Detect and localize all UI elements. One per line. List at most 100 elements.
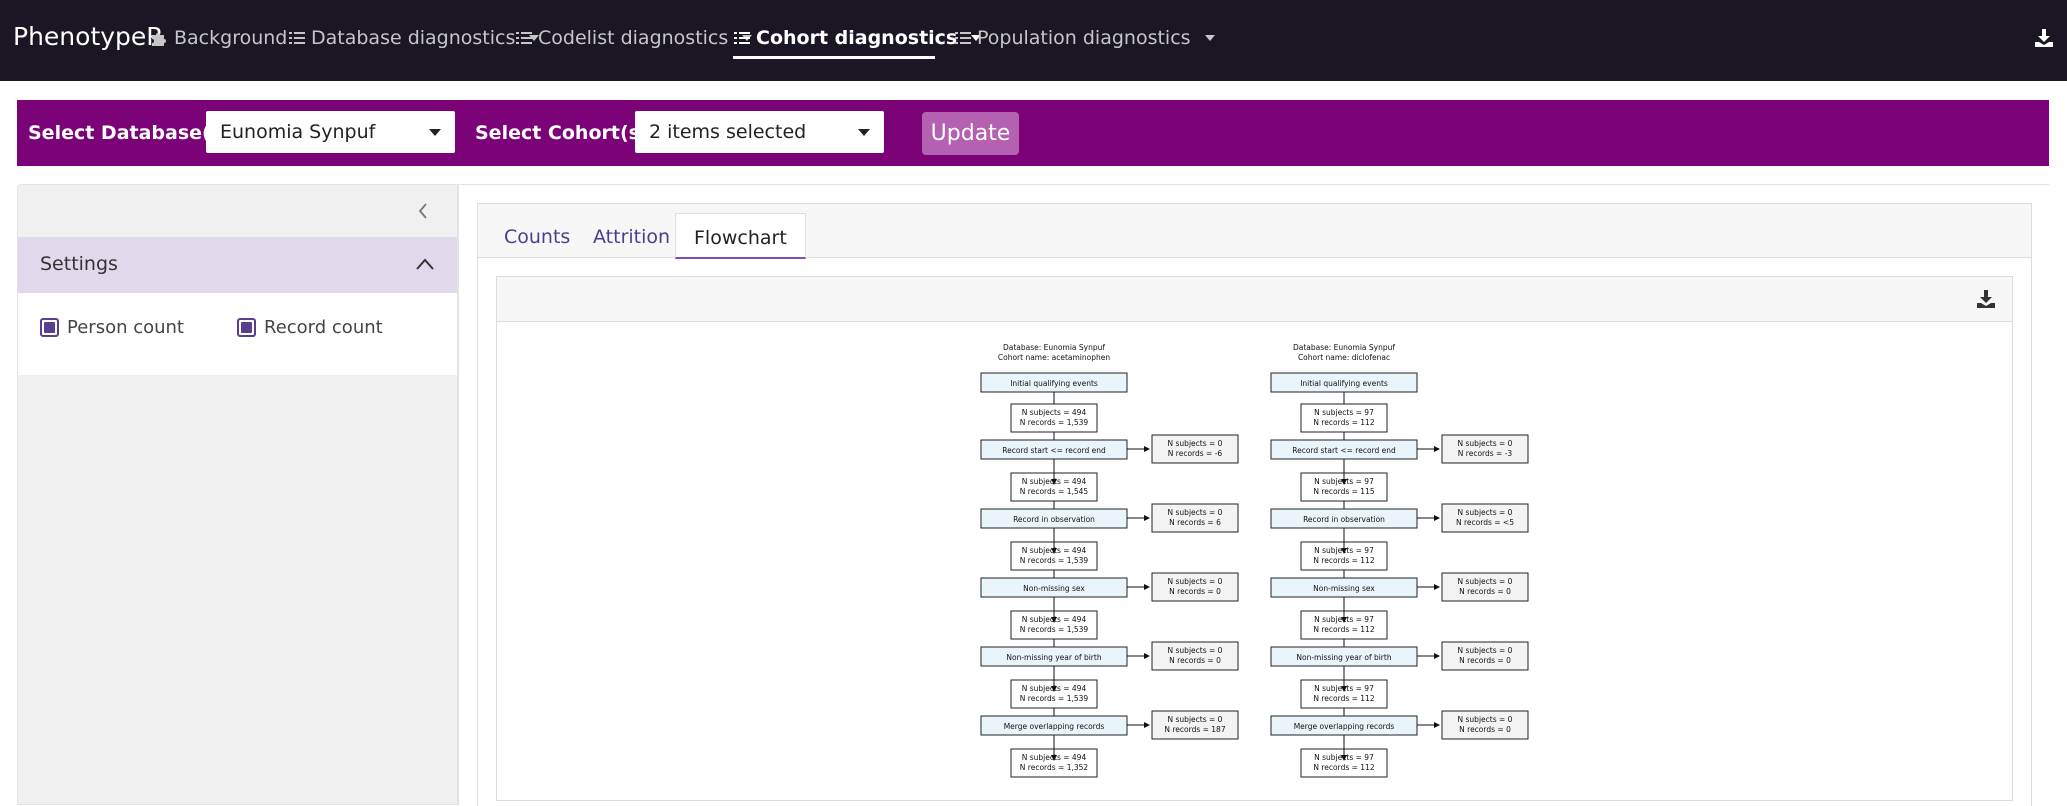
- nav-population-diagnostics[interactable]: Population diagnostics: [955, 24, 1215, 52]
- flowchart-exclusion-records: N records = 0: [1459, 587, 1511, 596]
- flowchart-step-label: Non-missing year of birth: [1296, 653, 1391, 662]
- list-icon: [289, 32, 305, 44]
- chevron-down-icon: [971, 35, 982, 41]
- flowchart-count-records: N records = 1,545: [1020, 487, 1089, 496]
- database-select-value: Eunomia Synpuf: [220, 121, 376, 143]
- list-icon: [516, 32, 532, 44]
- chevron-down-icon: [1204, 35, 1215, 41]
- nav-background-label: Background: [174, 27, 288, 49]
- flowchart-exclusion-records: N records = -6: [1168, 449, 1223, 458]
- flowchart-count-records: N records = 112: [1313, 763, 1374, 772]
- flowchart-initial-label: Initial qualifying events: [1010, 379, 1098, 388]
- flowchart-exclusion-box: [1151, 434, 1239, 464]
- record-count-label: Record count: [264, 317, 383, 338]
- flowchart-count-records: N records = 112: [1313, 418, 1374, 427]
- flowchart-step-label: Non-missing sex: [1313, 584, 1375, 593]
- flowchart-step-label: Merge overlapping records: [1294, 722, 1395, 731]
- flowchart-exclusion-records: N records = -3: [1458, 449, 1513, 458]
- sidebar: Settings Person count Record count: [17, 184, 458, 805]
- record-count-checkbox[interactable]: Record count: [237, 317, 383, 338]
- cohort-select-label: Select Cohort(s):: [475, 122, 657, 144]
- database-select-label: Select Database(s):: [28, 122, 239, 144]
- flowchart-count-records: N records = 1,539: [1020, 694, 1089, 703]
- flowchart-exclusion-subjects: N subjects = 0: [1458, 439, 1513, 448]
- flowchart-exclusion-box: [1151, 572, 1239, 602]
- checkbox-checked-icon: [40, 318, 59, 337]
- flowchart-step-label: Non-missing year of birth: [1006, 653, 1101, 662]
- tab-strip: Counts Attrition Flowchart: [478, 204, 2031, 259]
- database-select[interactable]: Eunomia Synpuf: [206, 111, 455, 153]
- dropdown-caret-icon: [858, 129, 870, 136]
- flowchart-exclusion-box: [1151, 503, 1239, 533]
- flowchart-exclusion-subjects: N subjects = 0: [1168, 715, 1223, 724]
- flowchart-step-label: Record start <= record end: [1292, 446, 1396, 455]
- flowchart-exclusion-records: N records = 0: [1459, 725, 1511, 734]
- flowchart-exclusion-records: N records = 0: [1459, 656, 1511, 665]
- tab-counts[interactable]: Counts: [504, 226, 571, 248]
- update-button[interactable]: Update: [922, 112, 1019, 155]
- flowchart-count-subjects: N subjects = 97: [1314, 408, 1374, 417]
- flowchart-count-records: N records = 112: [1313, 556, 1374, 565]
- flowchart-step-label: Non-missing sex: [1023, 584, 1085, 593]
- settings-accordion-header[interactable]: Settings: [18, 237, 457, 293]
- tab-card: Counts Attrition Flowchart Database: Eun…: [477, 203, 2032, 806]
- flowchart-exclusion-subjects: N subjects = 0: [1168, 646, 1223, 655]
- flowchart-exclusion-box: [1441, 710, 1529, 740]
- flowchart-exclusion-records: N records = 6: [1169, 518, 1221, 527]
- flowchart-exclusion-box: [1441, 572, 1529, 602]
- nav-cohort-diagnostics-label: Cohort diagnostics: [756, 27, 958, 49]
- flowchart-count-records: N records = 112: [1313, 694, 1374, 703]
- flowchart-exclusion-box: [1441, 434, 1529, 464]
- download-icon[interactable]: [1976, 289, 1996, 309]
- flowchart-exclusion-box: [1441, 503, 1529, 533]
- flowchart-exclusion-subjects: N subjects = 0: [1168, 508, 1223, 517]
- flowchart-exclusion-subjects: N subjects = 0: [1458, 577, 1513, 586]
- settings-panel: Person count Record count: [18, 293, 457, 375]
- chevron-up-icon: [416, 258, 434, 270]
- cohort-select[interactable]: 2 items selected: [635, 111, 884, 153]
- download-icon[interactable]: [2034, 28, 2054, 48]
- nav-background[interactable]: Background: [150, 24, 287, 52]
- list-icon: [734, 32, 750, 44]
- flowchart-exclusion-records: N records = 0: [1169, 587, 1221, 596]
- flowchart-exclusion-records: N records = 0: [1169, 656, 1221, 665]
- flowchart-count-box: [1010, 403, 1098, 433]
- flowchart-step-label: Record start <= record end: [1002, 446, 1106, 455]
- flowchart-exclusion-subjects: N subjects = 0: [1458, 715, 1513, 724]
- list-icon: [955, 32, 971, 44]
- tab-flowchart[interactable]: Flowchart: [675, 213, 806, 259]
- main-content: Counts Attrition Flowchart Database: Eun…: [458, 184, 2049, 806]
- nav-database-diagnostics[interactable]: Database diagnostics: [289, 24, 540, 52]
- flowchart-initial-label: Initial qualifying events: [1300, 379, 1388, 388]
- flowchart-exclusion-subjects: N subjects = 0: [1168, 439, 1223, 448]
- flowchart-count-records: N records = 115: [1313, 487, 1374, 496]
- tab-attrition[interactable]: Attrition: [593, 226, 671, 248]
- flowchart-database-label: Database: Eunomia Synpuf: [1293, 343, 1395, 352]
- cohort-select-value: 2 items selected: [649, 121, 807, 143]
- checkbox-checked-icon: [237, 318, 256, 337]
- puzzle-icon: [152, 33, 166, 46]
- flowchart-exclusion-box: [1151, 710, 1239, 740]
- dropdown-caret-icon: [429, 129, 441, 136]
- nav-database-diagnostics-label: Database diagnostics: [311, 27, 516, 49]
- person-count-label: Person count: [67, 317, 184, 338]
- settings-label: Settings: [40, 253, 118, 275]
- nav-codelist-diagnostics[interactable]: Codelist diagnostics: [516, 24, 753, 52]
- flowchart-count-box: [1300, 403, 1388, 433]
- flowchart-exclusion-subjects: N subjects = 0: [1458, 508, 1513, 517]
- nav-active-underline: [733, 56, 935, 59]
- flowchart-step-label: Record in observation: [1303, 515, 1385, 524]
- chevron-down-icon: [529, 35, 540, 41]
- nav-codelist-diagnostics-label: Codelist diagnostics: [538, 27, 729, 49]
- chevron-left-icon[interactable]: [415, 201, 431, 221]
- person-count-checkbox[interactable]: Person count: [40, 317, 184, 338]
- nav-cohort-diagnostics[interactable]: Cohort diagnostics: [734, 24, 982, 52]
- flowchart-count-subjects: N subjects = 494: [1022, 408, 1087, 417]
- flowchart-exclusion-subjects: N subjects = 0: [1458, 646, 1513, 655]
- filter-bar: Select Database(s): Eunomia Synpuf Selec…: [17, 100, 2049, 166]
- flowchart-count-records: N records = 1,352: [1020, 763, 1089, 772]
- flowchart-database-label: Database: Eunomia Synpuf: [1003, 343, 1105, 352]
- flowchart-count-records: N records = 1,539: [1020, 625, 1089, 634]
